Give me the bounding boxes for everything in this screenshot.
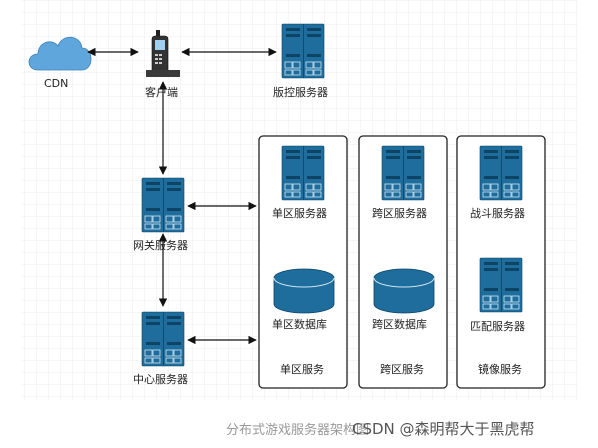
cross-zone-db-icon	[373, 268, 435, 314]
watermark-source: CSDN @森明帮大于黑虎帮	[352, 420, 535, 438]
zone-db-label: 单区数据库	[272, 317, 327, 331]
mirror-service-label: 镜像服务	[478, 362, 522, 376]
zone-server-label: 单区服务器	[272, 207, 327, 220]
version-server-icon	[281, 23, 325, 79]
cross-zone-db-label: 跨区数据库	[372, 317, 427, 331]
gateway-server-icon	[141, 177, 185, 233]
cross-zone-service-box	[358, 135, 448, 389]
zone-service-box	[258, 135, 348, 389]
match-server-label: 匹配服务器	[470, 320, 525, 333]
version-server-label: 版控服务器	[273, 85, 328, 99]
center-server-icon	[141, 311, 185, 367]
client-label: 客户端	[145, 85, 178, 99]
zone-server-icon	[281, 145, 325, 201]
gateway-server-label: 网关服务器	[133, 238, 188, 252]
zone-db-icon	[273, 268, 335, 314]
center-server-label: 中心服务器	[133, 373, 188, 386]
battle-server-icon	[479, 145, 523, 201]
client-phone-icon	[146, 30, 180, 77]
cross-zone-server-label: 跨区服务器	[372, 207, 427, 220]
cdn-label: CDN	[44, 77, 68, 90]
zone-service-label: 单区服务	[280, 363, 324, 376]
watermark-title: 分布式游戏服务器架构图	[226, 422, 369, 438]
battle-server-label: 战斗服务器	[470, 207, 525, 220]
match-server-icon	[479, 257, 523, 313]
cross-zone-service-label: 跨区服务	[380, 363, 424, 376]
cross-zone-server-icon	[381, 145, 425, 201]
